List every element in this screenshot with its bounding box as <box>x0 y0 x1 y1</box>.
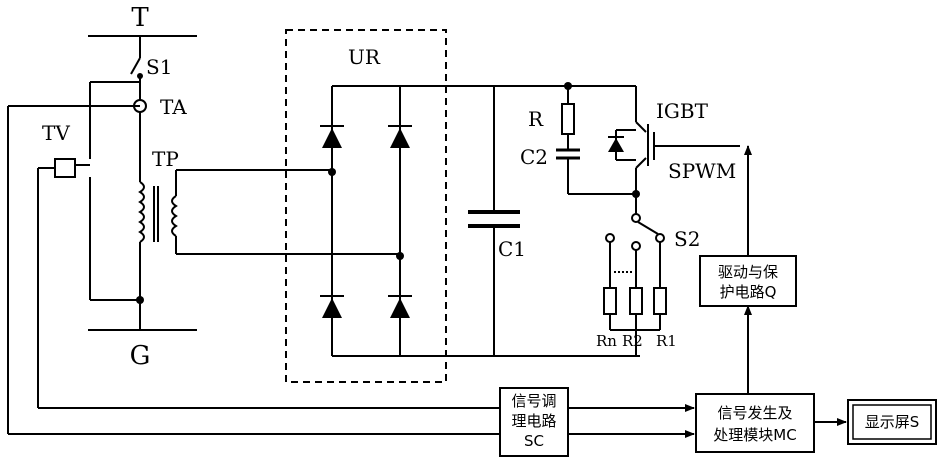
label-s2: S2 <box>674 227 700 251</box>
diode-icon <box>320 126 344 148</box>
label-igbt: IGBT <box>656 99 709 123</box>
ta-signal-line <box>8 106 500 434</box>
diode-icon <box>388 296 412 318</box>
power-line-t <box>88 36 197 58</box>
display-label: 显示屏S <box>865 413 920 431</box>
label-c1: C1 <box>498 237 526 261</box>
current-transformer-ta <box>134 100 146 182</box>
capacitor-c1 <box>468 86 520 356</box>
sc-label-line1: 信号调 <box>511 392 556 410</box>
power-line-g <box>88 296 197 330</box>
label-ur: UR <box>348 45 381 69</box>
label-spwm: SPWM <box>668 159 736 183</box>
label-ta: TA <box>160 95 187 119</box>
label-r2: R2 <box>622 332 643 350</box>
potential-transformer-tp <box>140 170 400 330</box>
label-t: T <box>131 3 149 33</box>
label-s1: S1 <box>146 55 172 79</box>
switch-s2 <box>606 194 664 250</box>
label-tv: TV <box>42 121 70 145</box>
label-rn: Rn <box>596 332 617 350</box>
driver-label-line1: 驱动与保 <box>718 263 778 281</box>
label-r1: R1 <box>656 332 677 350</box>
label-tp: TP <box>152 147 179 171</box>
label-r: R <box>528 107 544 131</box>
rectifier-ur-box <box>286 30 446 382</box>
voltage-sensor-tv <box>38 82 500 408</box>
mc-label-line1: 信号发生及 <box>717 404 792 422</box>
diode-icon <box>388 126 412 148</box>
sc-label-line3: SC <box>524 432 544 450</box>
label-c2: C2 <box>520 145 548 169</box>
diode-icon <box>320 296 344 318</box>
label-g: G <box>130 341 151 371</box>
switch-s1 <box>131 58 143 100</box>
driver-label-line2: 护电路Q <box>720 283 777 301</box>
mc-label-line2: 处理模块MC <box>713 426 796 444</box>
sc-label-line2: 理电路 <box>511 412 556 430</box>
rectifier-bridge <box>320 86 640 356</box>
